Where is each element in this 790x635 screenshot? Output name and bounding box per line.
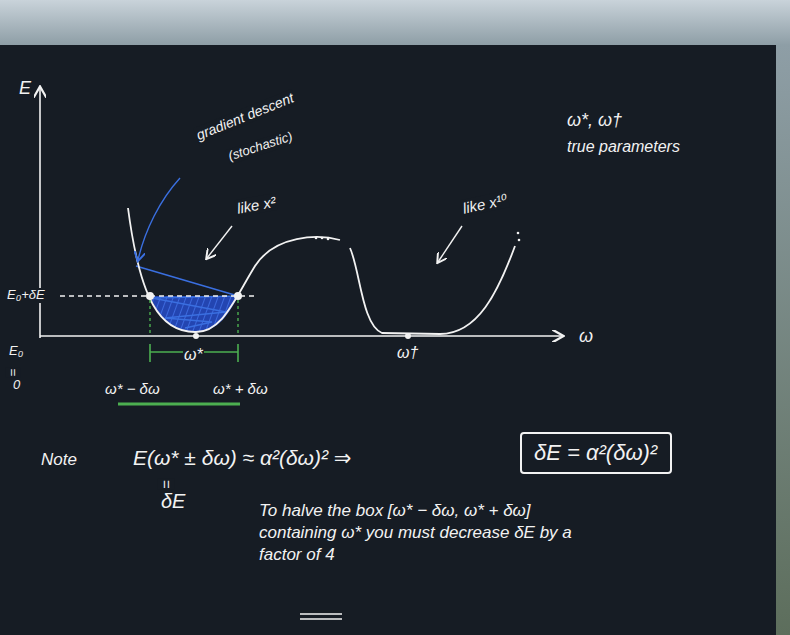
leader-line bbox=[138, 178, 180, 260]
equation: δE = α²(δω)² bbox=[534, 440, 658, 466]
box-edge bbox=[237, 300, 238, 336]
level-label: E₀ bbox=[8, 344, 24, 359]
error-curve bbox=[350, 246, 515, 334]
axis-label: ω bbox=[578, 326, 594, 347]
bound-label: ω* + δω bbox=[212, 380, 269, 397]
equals-sign: = bbox=[6, 367, 21, 377]
level-label: 0 bbox=[12, 378, 21, 393]
ellipsis-dot bbox=[517, 232, 520, 235]
note-text: true parameters bbox=[566, 138, 681, 156]
ellipsis-dot bbox=[321, 237, 324, 240]
level-point bbox=[234, 292, 242, 300]
ellipsis-dot bbox=[327, 238, 330, 241]
box-edge bbox=[149, 300, 150, 336]
bound-label: ω* − δω bbox=[104, 380, 161, 397]
equation: E(ω* ± δω) ≈ α²(δω)² ⇒ bbox=[132, 446, 352, 470]
level-label: E₀+δE bbox=[6, 288, 46, 303]
underline bbox=[300, 614, 342, 619]
level-point bbox=[146, 292, 154, 300]
w-axis bbox=[40, 335, 562, 337]
parameter-label: ω* bbox=[183, 346, 204, 364]
note-label: Note bbox=[40, 450, 78, 470]
symbol-label: δE bbox=[160, 490, 186, 513]
parameter-label: ω† bbox=[396, 344, 419, 362]
leader-line bbox=[438, 226, 462, 262]
ellipsis-dot bbox=[315, 237, 318, 240]
minimum-point bbox=[405, 333, 411, 339]
level-line bbox=[60, 295, 256, 296]
symbol-label: ω*, ω† bbox=[566, 110, 623, 131]
equals-sign: = bbox=[157, 479, 174, 490]
axis-label: E bbox=[18, 78, 32, 99]
result-box: δE = α²(δω)² bbox=[520, 432, 672, 474]
leader-line bbox=[207, 226, 232, 258]
box-underline bbox=[118, 403, 240, 406]
error-curve bbox=[128, 208, 340, 332]
minimum-point bbox=[193, 333, 199, 339]
ellipsis-dot bbox=[518, 239, 521, 242]
note-text: To halve the box [ω* − δω, ω* + δω] cont… bbox=[258, 500, 578, 566]
